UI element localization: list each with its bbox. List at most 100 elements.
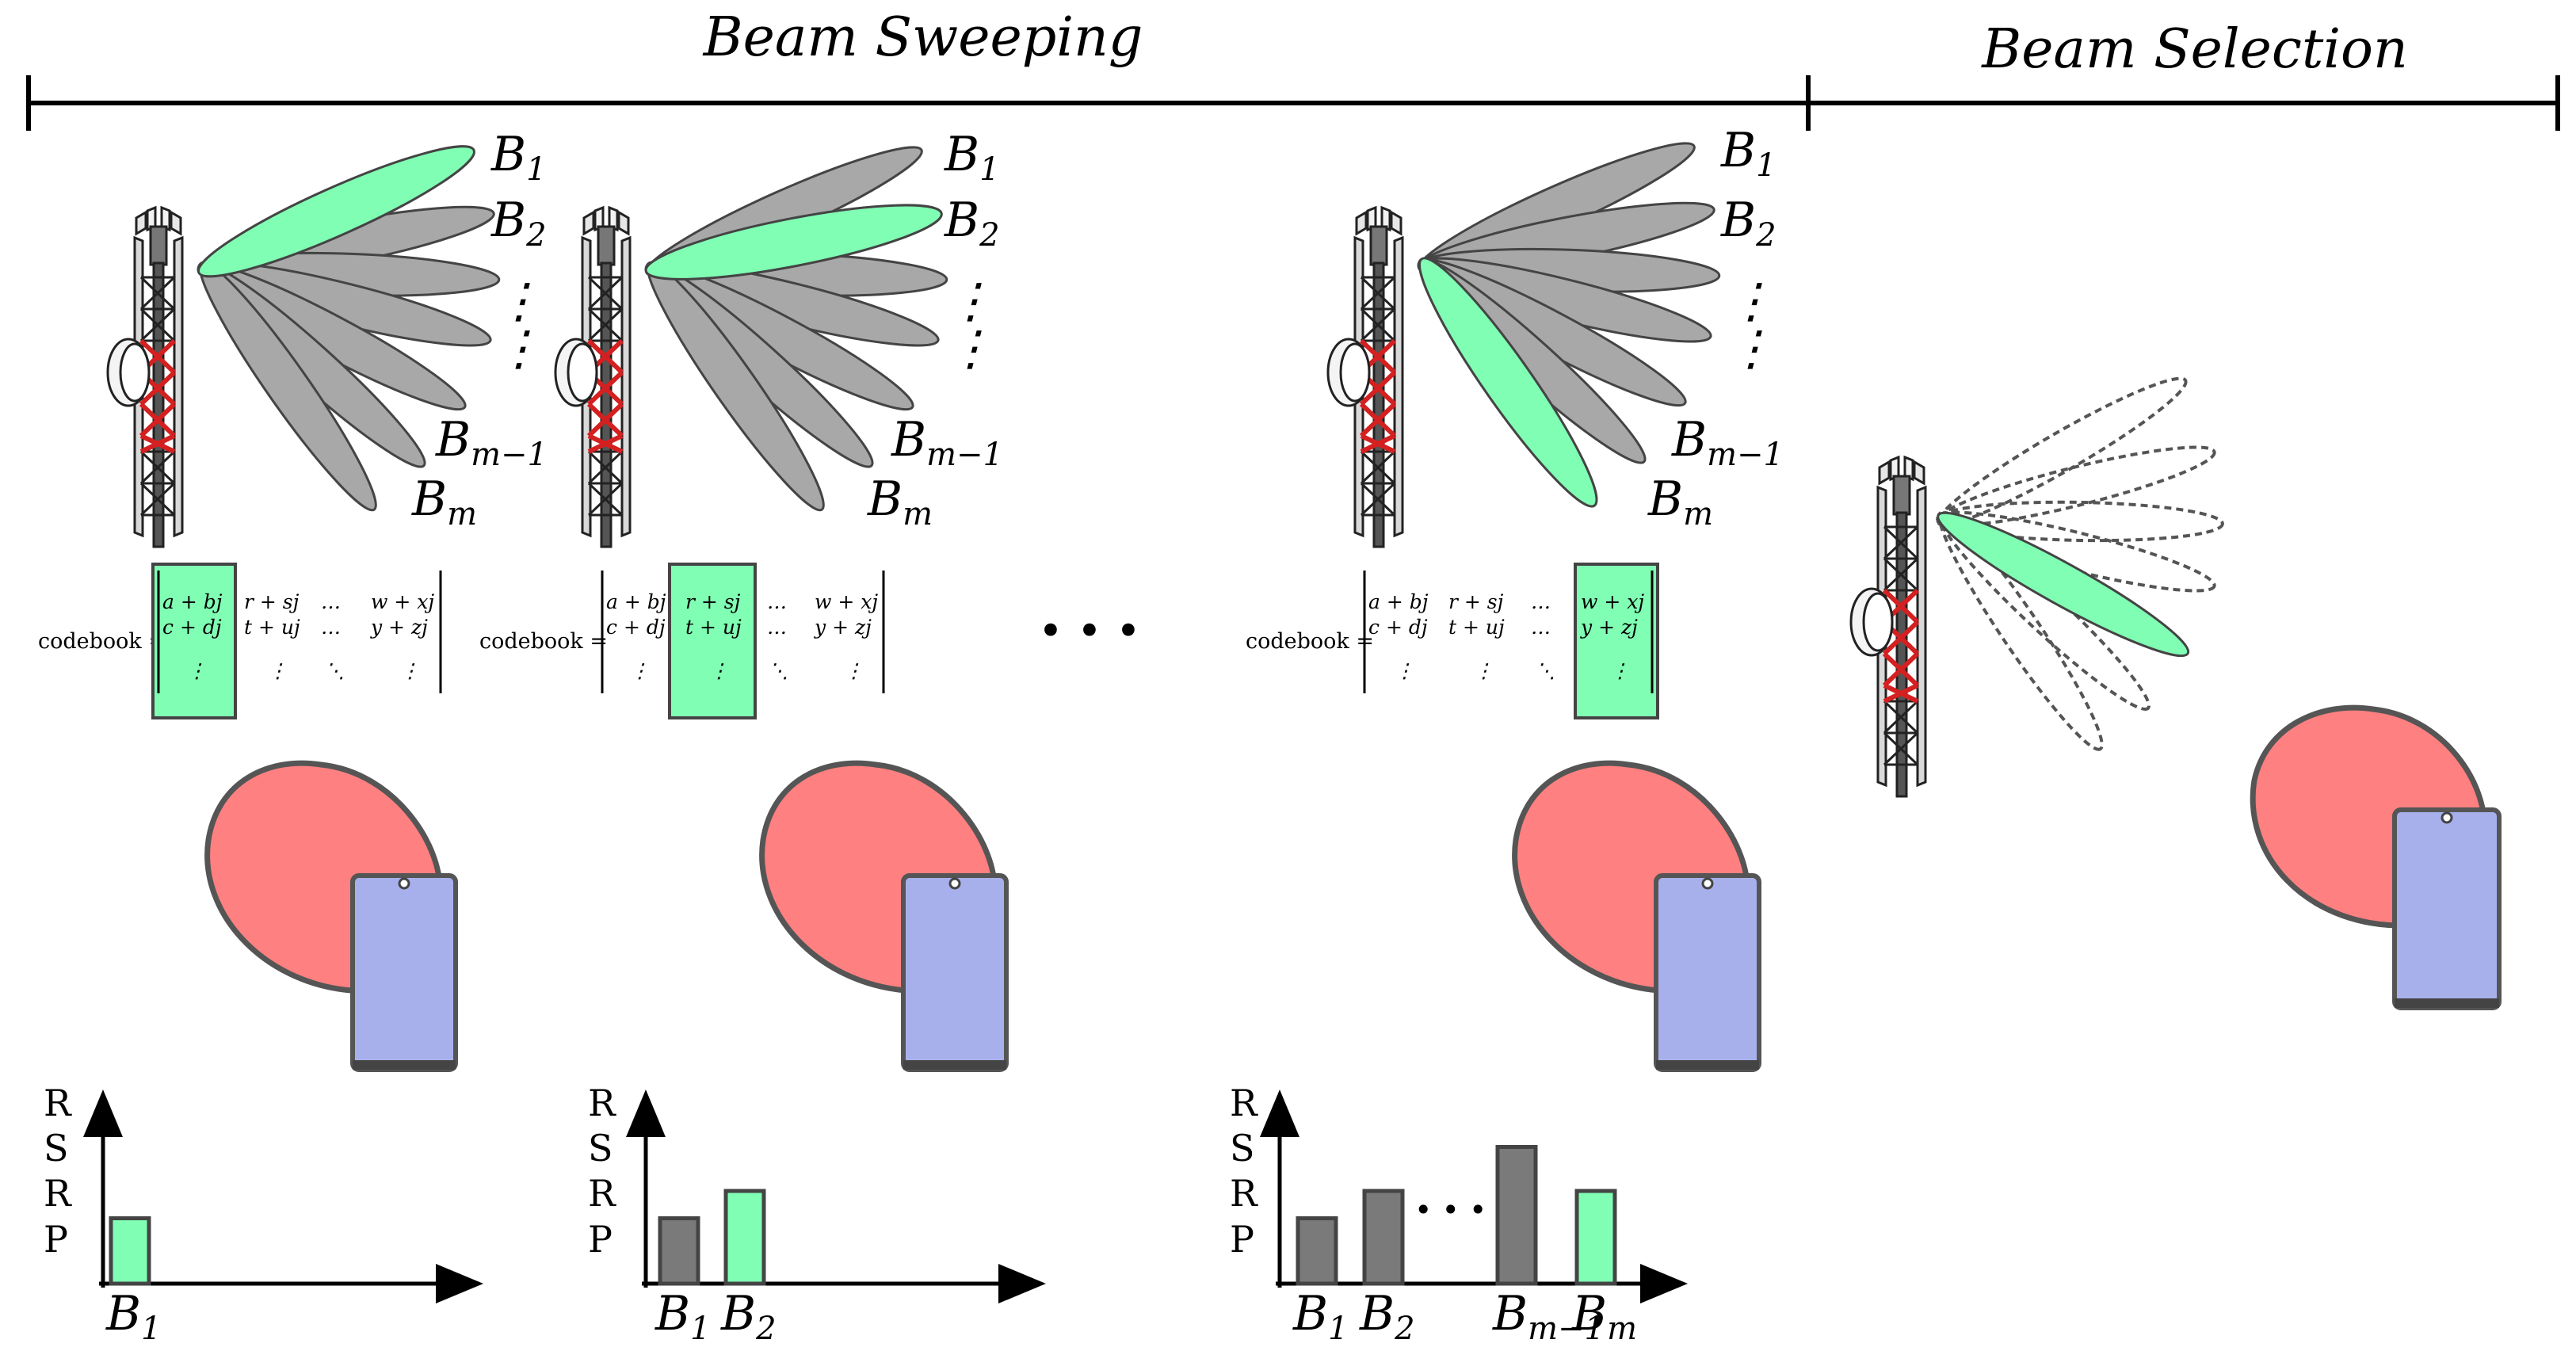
rsrp-bars: B1	[105, 1216, 162, 1347]
svg-text:a + bj: a + bj	[162, 590, 223, 613]
svg-text:⋮: ⋮	[947, 321, 994, 376]
beam-sweeping-title: Beam Sweeping	[702, 6, 1143, 69]
svg-text:⋮: ⋮	[1395, 659, 1414, 682]
svg-text:⋮: ⋮	[947, 273, 994, 329]
svg-text:c + dj: c + dj	[162, 616, 222, 639]
svg-text:r + sj: r + sj	[244, 590, 300, 613]
codebook-matrix: codebook = a + bj c + dj ⋮ r + sj t + uj…	[38, 563, 442, 719]
base-station-icon	[108, 208, 182, 547]
rsrp-bar-label: Bm	[1571, 1286, 1637, 1347]
svg-text:B2: B2	[1720, 193, 1776, 254]
rsrp-chart-1: R S R P B1	[44, 1082, 483, 1347]
codebook-matrix: codebook = a + bj c + dj ⋮ r + sj t + uj…	[1246, 563, 1659, 719]
svg-text:r + sj: r + sj	[1448, 590, 1504, 613]
candidate-beam-outline	[1936, 500, 2224, 543]
svg-text:⋱: ⋱	[325, 659, 345, 682]
codebook-column-selected	[151, 563, 237, 719]
svg-text:w + xj: w + xj	[1581, 590, 1644, 613]
svg-text:r + sj: r + sj	[685, 590, 741, 613]
svg-text:R: R	[44, 1172, 72, 1215]
svg-text:…: …	[1531, 590, 1551, 613]
beam-b2-selected	[644, 204, 943, 281]
svg-text:a + bj: a + bj	[606, 590, 666, 613]
svg-text:y + zj: y + zj	[814, 616, 872, 639]
sweep-panel-1: B1 B2 ⋮ ⋮ Bm−1 Bm codebook = a + bj c + …	[38, 127, 548, 1347]
panel-ellipsis: • • •	[1038, 606, 1141, 656]
svg-text:⋮: ⋮	[709, 659, 729, 682]
rsrp-bar	[1495, 1145, 1538, 1286]
svg-text:Bm: Bm	[411, 471, 477, 532]
phone-icon	[2392, 807, 2502, 1010]
rsrp-bar	[1362, 1189, 1405, 1286]
selection-panel	[1851, 376, 2502, 1010]
rsrp-bar-label: B2	[1359, 1286, 1415, 1347]
candidate-beam-outline	[1937, 510, 2150, 711]
user-equipment	[759, 760, 1009, 1072]
svg-text:R: R	[588, 1082, 616, 1124]
svg-text:Bm−1: Bm−1	[435, 412, 548, 473]
codebook-column-selected	[668, 563, 757, 719]
rsrp-ellipsis: • • •	[1414, 1193, 1486, 1227]
svg-text:Bm−1: Bm−1	[1671, 412, 1784, 473]
beam-fan	[644, 146, 948, 512]
svg-text:⋮: ⋮	[844, 659, 864, 682]
phone-icon	[1654, 873, 1761, 1072]
svg-text:codebook =: codebook =	[1246, 629, 1374, 654]
svg-text:⋮: ⋮	[1474, 659, 1494, 682]
codebook-matrix: codebook = a + bj c + dj ⋮ r + sj t + uj…	[479, 563, 885, 719]
selected-beam	[1937, 511, 2190, 658]
svg-text:⋮: ⋮	[1727, 273, 1775, 329]
user-equipment	[204, 760, 458, 1072]
svg-text:⋮: ⋮	[187, 659, 207, 682]
svg-text:w + xj: w + xj	[815, 590, 878, 613]
beam-fan	[1417, 142, 1721, 508]
svg-text:codebook =: codebook =	[38, 629, 166, 654]
rsrp-bar-label: B1	[1292, 1286, 1349, 1347]
svg-text:…: …	[767, 616, 787, 639]
svg-text:t + uj: t + uj	[685, 616, 742, 639]
sweep-panel-3: B1 B2 ⋮ ⋮ Bm−1 Bm codebook = a + bj c + …	[1230, 123, 1784, 1347]
svg-text:w + xj: w + xj	[371, 590, 434, 613]
svg-text:codebook =: codebook =	[479, 629, 608, 654]
beam-labels: B1 B2 ⋮ ⋮ Bm−1 Bm	[867, 127, 1003, 532]
phone-icon	[901, 873, 1009, 1072]
svg-text:B2: B2	[944, 193, 1000, 254]
base-station-icon	[555, 208, 630, 547]
candidate-beam-outline	[1936, 445, 2216, 528]
svg-text:…: …	[1531, 616, 1551, 639]
svg-text:B2: B2	[490, 193, 547, 254]
svg-text:t + uj: t + uj	[244, 616, 300, 639]
svg-text:R: R	[1230, 1082, 1258, 1124]
svg-text:⋮: ⋮	[630, 659, 650, 682]
svg-text:B1: B1	[490, 127, 547, 188]
svg-text:y + zj: y + zj	[370, 616, 428, 639]
svg-text:⋱: ⋱	[1536, 659, 1555, 682]
beam-selection-title: Beam Selection	[1980, 18, 2408, 81]
rsrp-bar-label: Bm−1	[1492, 1286, 1605, 1347]
candidate-beams	[1936, 376, 2224, 751]
svg-text:S: S	[588, 1127, 613, 1170]
svg-text:y + zj: y + zj	[1580, 616, 1638, 639]
svg-text:Bm−1: Bm−1	[891, 412, 1003, 473]
rsrp-bar-label: B1	[654, 1286, 711, 1347]
svg-text:…: …	[321, 590, 341, 613]
svg-text:a + bj: a + bj	[1368, 590, 1429, 613]
svg-text:P: P	[588, 1218, 613, 1261]
base-station-icon	[1851, 457, 1925, 796]
user-equipment	[1512, 760, 1761, 1072]
svg-text:R: R	[1230, 1172, 1258, 1215]
svg-text:⋮: ⋮	[495, 273, 543, 329]
svg-text:…: …	[321, 616, 341, 639]
svg-text:Bm: Bm	[867, 471, 933, 532]
svg-text:R: R	[588, 1172, 616, 1215]
svg-text:B1: B1	[1720, 123, 1776, 184]
phase-timeline: Beam Sweeping Beam Selection	[26, 6, 2560, 131]
rsrp-bar-label: B1	[105, 1286, 162, 1347]
svg-text:P: P	[44, 1218, 68, 1261]
beam-labels: B1 B2 ⋮ ⋮ Bm−1 Bm	[411, 127, 548, 532]
rsrp-bar-label: B2	[720, 1286, 777, 1347]
rsrp-bar	[658, 1216, 700, 1286]
